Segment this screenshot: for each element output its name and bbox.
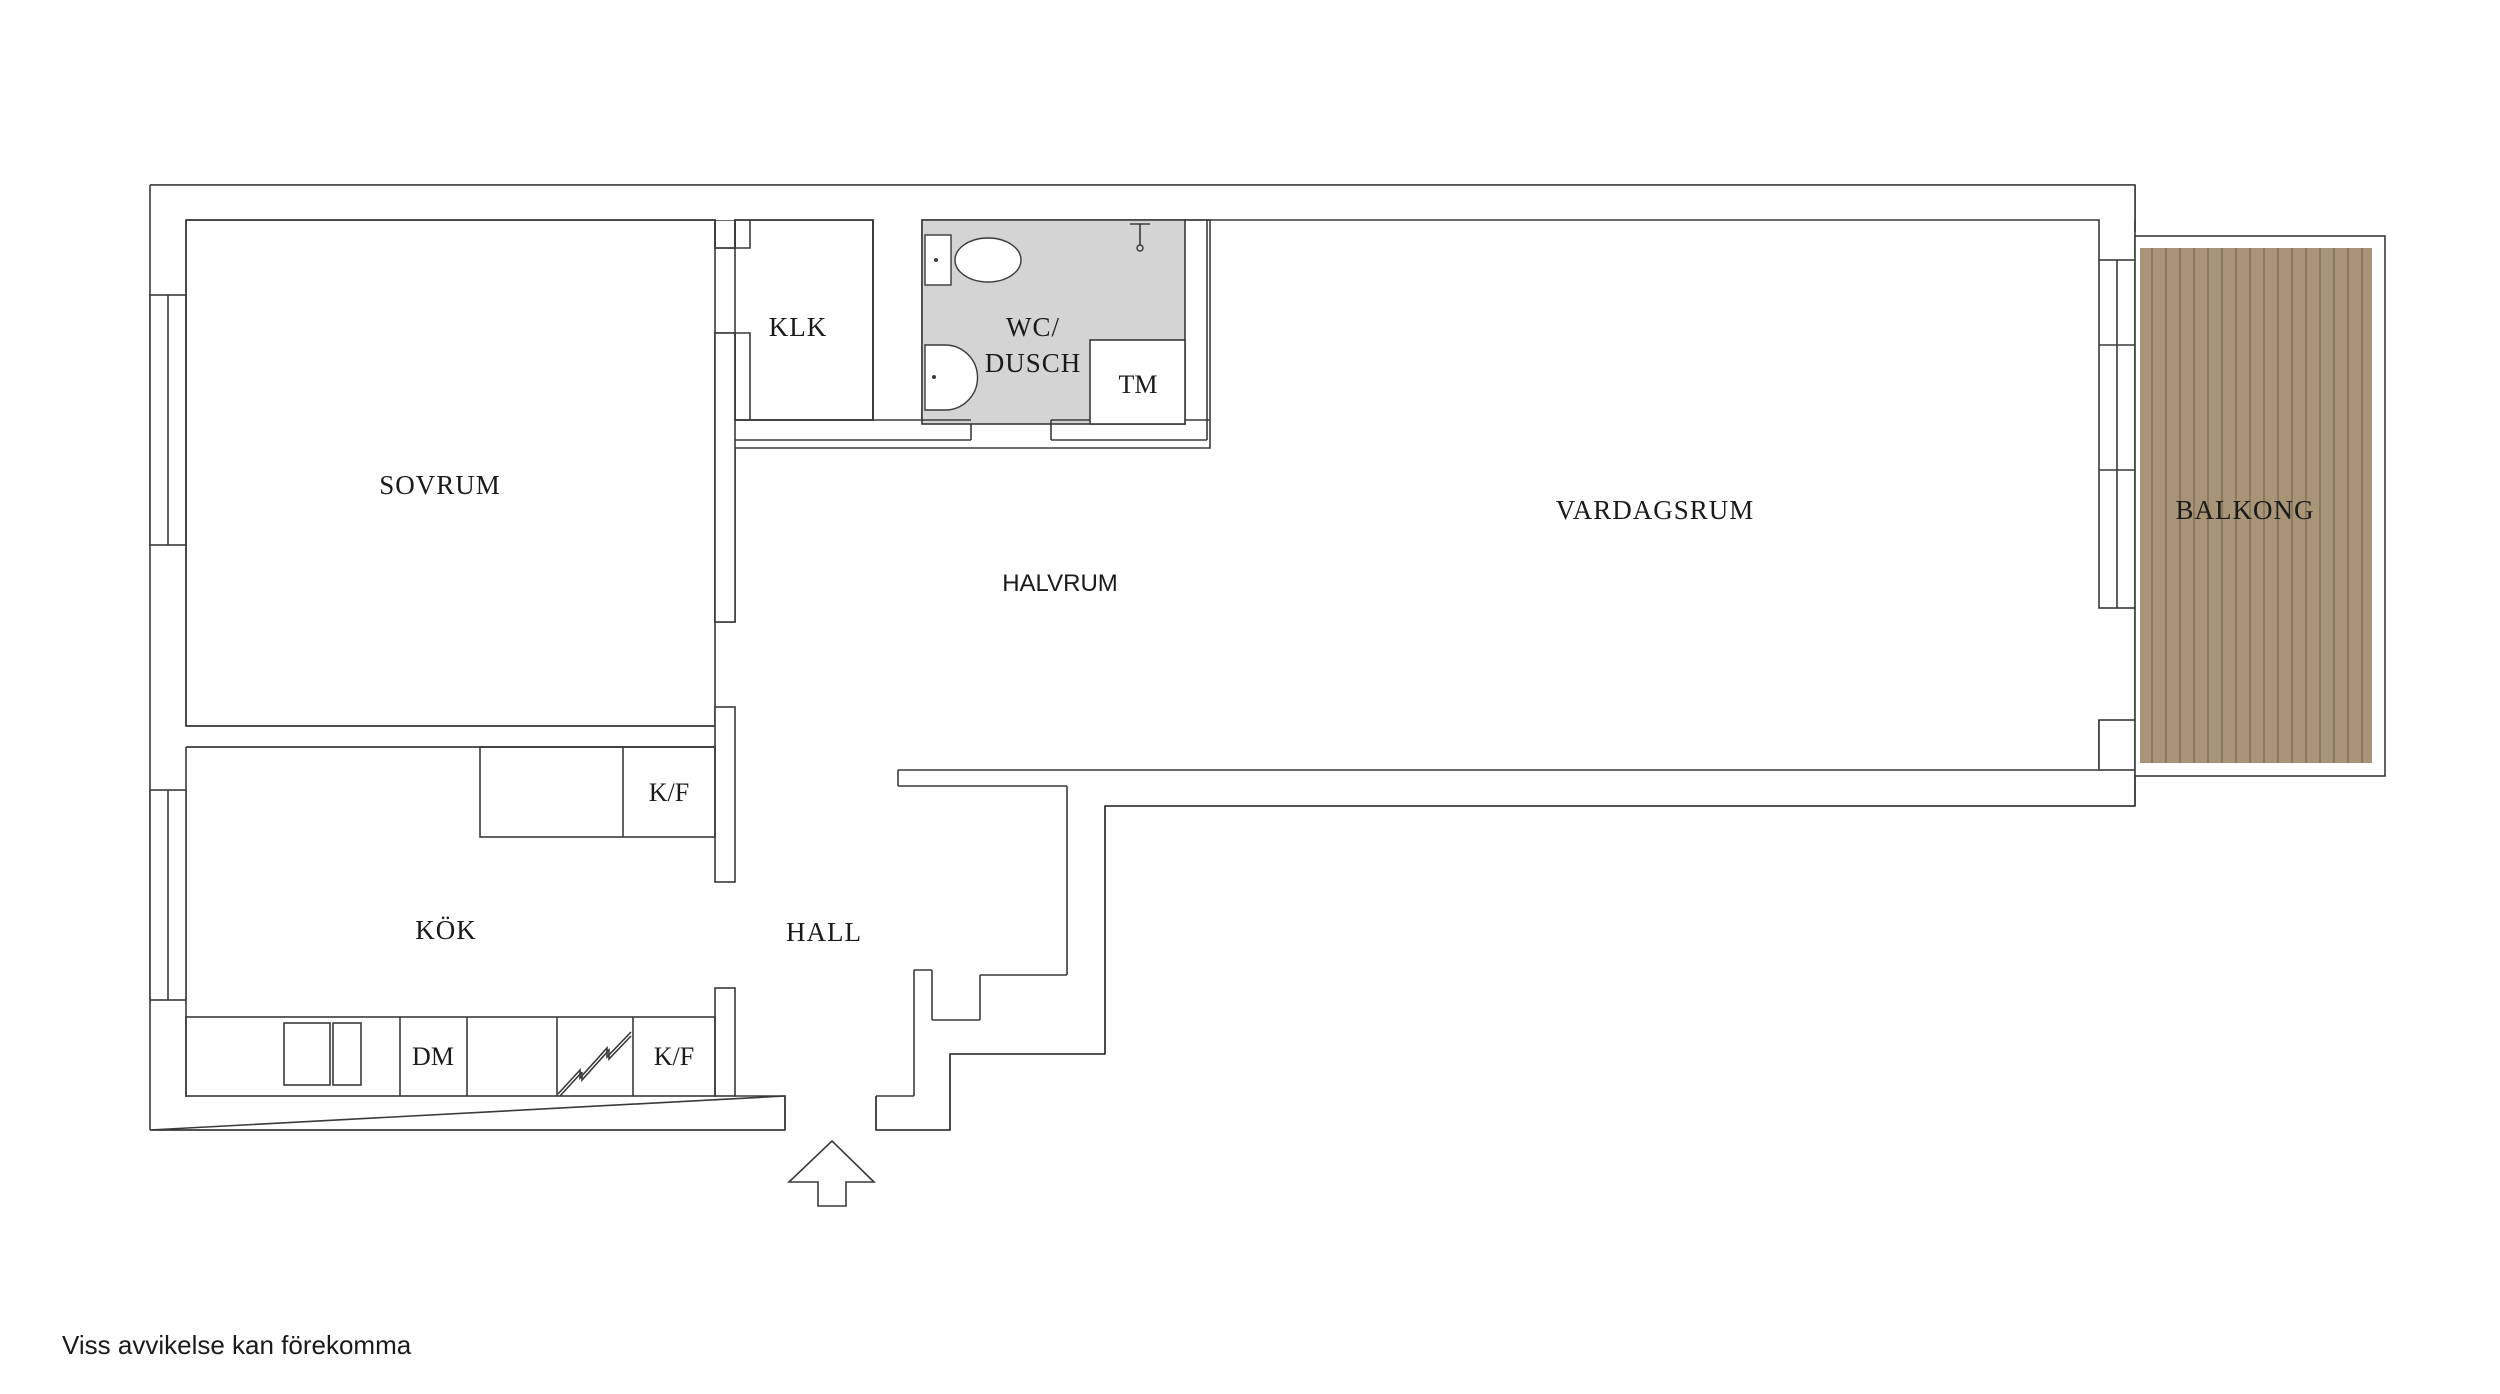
entrance-arrow-icon [787, 1139, 876, 1207]
room-label-klk: KLK [769, 312, 828, 342]
disclaimer-note: Viss avvikelse kan förekomma [62, 1330, 412, 1360]
room-label-sovrum: SOVRUM [379, 470, 501, 500]
fridge-freezer-label-upper: K/F [649, 778, 689, 807]
room-label-wc-line1: WC/ [1006, 312, 1060, 342]
room-label-wc-line2: DUSCH [985, 348, 1082, 378]
dishwasher-label: DM [412, 1042, 454, 1071]
balcony-deck [2134, 235, 2386, 777]
sink-basin-icon [557, 1031, 632, 1097]
room-label-kok: KÖK [415, 915, 477, 945]
room-label-hall: HALL [786, 917, 862, 947]
shower-icon [1130, 223, 1150, 252]
fridge-freezer-label-lower: K/F [654, 1042, 694, 1071]
sink-icon [924, 344, 979, 411]
toilet-icon [924, 234, 1022, 286]
stove-icon [283, 1022, 362, 1086]
room-label-tm: TM [1119, 370, 1158, 399]
room-label-halvrum: HALVRUM [1002, 570, 1118, 597]
room-label-balkong: BALKONG [2176, 495, 2315, 525]
room-label-vardagsrum: VARDAGSRUM [1556, 495, 1755, 525]
wall-structure [149, 184, 2136, 1131]
